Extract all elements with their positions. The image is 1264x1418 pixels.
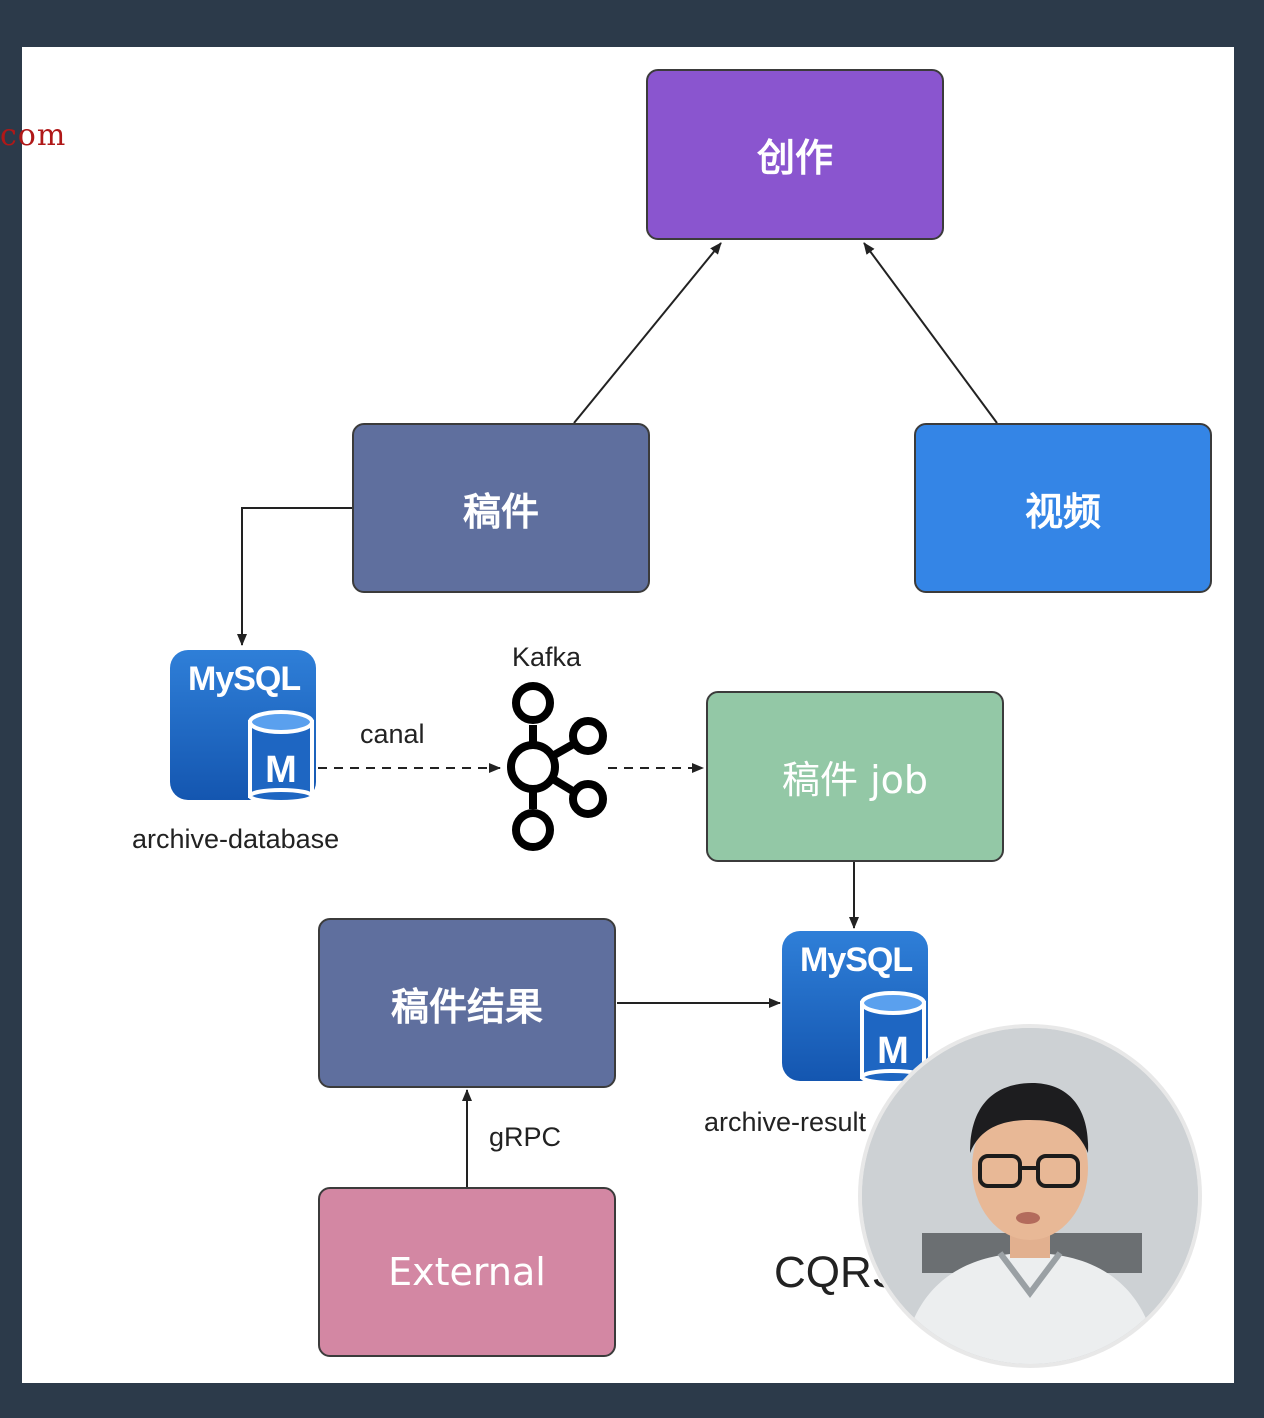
presenter-figure — [862, 1028, 1198, 1364]
external-node: External — [318, 1187, 616, 1357]
archive-db-badge: M — [265, 749, 297, 791]
canal-label: canal — [360, 719, 425, 749]
archive-db-brand: MySQL — [188, 660, 301, 698]
creation-node: 创作 — [646, 69, 944, 240]
manuscript-job-node: 稿件 job — [706, 691, 1004, 862]
manuscript-job-node-label: 稿件 job — [781, 758, 928, 802]
video-node: 视频 — [914, 423, 1212, 593]
watermark-text: com — [0, 118, 67, 153]
external-node-label: External — [388, 1250, 546, 1294]
arrow-manuscript-to-creation — [573, 242, 722, 424]
result-db-badge: M — [877, 1030, 909, 1072]
db-cylinder-icon: M — [248, 710, 314, 800]
manuscript-result-node: 稿件结果 — [318, 918, 616, 1088]
archive-database-label: archive-database — [132, 824, 340, 854]
archive-database-mysql-icon: MySQL M — [170, 650, 316, 800]
creation-node-label: 创作 — [756, 136, 833, 180]
arrow-manuscript-to-archive-db — [237, 507, 352, 646]
manuscript-node-label: 稿件 — [462, 489, 539, 534]
grpc-label: gRPC — [489, 1122, 562, 1152]
kafka-logo-icon — [507, 682, 607, 851]
archive-result-label: archive-result — [704, 1107, 867, 1137]
manuscript-result-node-label: 稿件结果 — [390, 984, 543, 1029]
video-node-label: 视频 — [1024, 489, 1101, 534]
result-db-brand: MySQL — [800, 941, 913, 979]
db-cylinder-icon: M — [860, 991, 926, 1081]
manuscript-node: 稿件 — [352, 423, 650, 593]
archive-result-mysql-icon: MySQL M — [782, 931, 928, 1081]
kafka-label: Kafka — [512, 642, 582, 672]
presenter-video-icon — [862, 1028, 1198, 1364]
arrow-video-to-creation — [863, 242, 998, 424]
